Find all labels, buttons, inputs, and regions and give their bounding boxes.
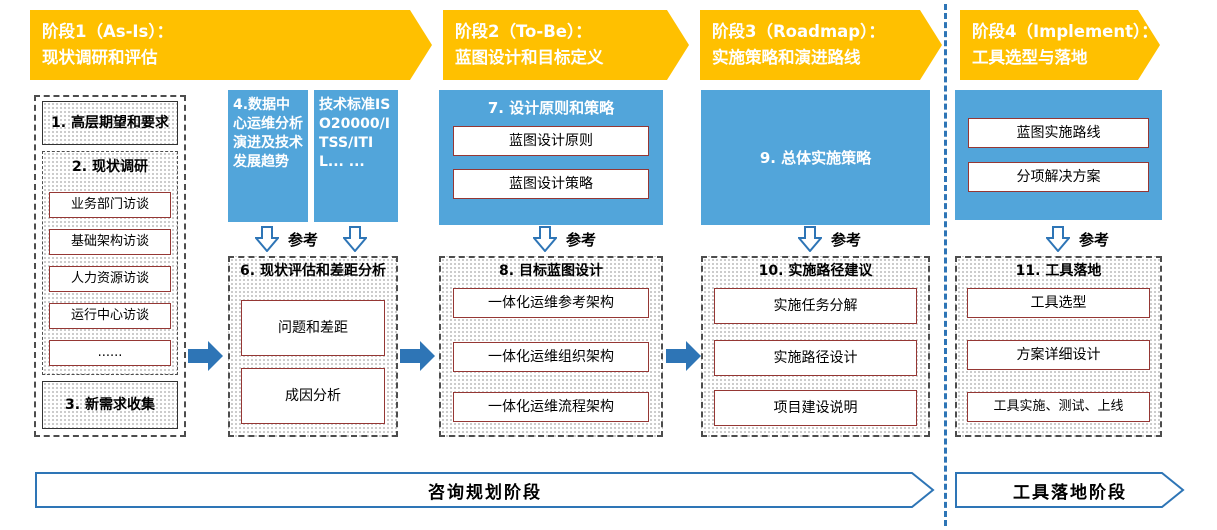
blueprint-route-box [955,90,1162,220]
phase3-banner-line1: 阶段3（Roadmap）： [712,22,885,41]
consulting-stage-label: 咨询规划阶段 [428,482,542,503]
interview-item: 基础架构访谈 [49,229,171,255]
blueprint-item: 一体化运维组织架构 [453,342,649,372]
phase3-banner: 阶段3（Roadmap）： 实施策略和演进路线 [700,10,942,80]
gap-item: 成因分析 [241,368,385,424]
flow-arrow-right-icon [400,339,436,377]
tool-landing-title: 11. 工具落地 [1015,263,1102,279]
phase2-banner-line2: 蓝图设计和目标定义 [455,48,604,67]
blueprint-item: 一体化运维参考架构 [453,288,649,318]
reference-label: 参考 [566,231,597,249]
phase2-banner: 阶段2（To-Be）： 蓝图设计和目标定义 [443,10,689,80]
reference-down-arrow-icon [1044,226,1072,256]
route-item: 分项解决方案 [968,162,1149,192]
implementation-stage-label: 工具落地阶段 [1013,482,1127,503]
phase2-banner-line1: 阶段2（To-Be）： [455,22,592,41]
flow-arrow-right-icon [188,339,224,377]
reference-label: 参考 [831,231,862,249]
reference-down-arrow-icon [531,226,559,256]
phase4-banner-line2: 工具选型与落地 [972,48,1088,67]
gap-item: 问题和差距 [241,300,385,356]
design-item: 蓝图设计策略 [453,169,649,199]
expectations-box: 1. 高层期望和要求 [42,101,178,145]
path-item: 实施路径设计 [714,340,917,376]
design-principles-title: 7. 设计原则和策略 [487,99,615,117]
phase1-banner: 阶段1（As-Is）： 现状调研和评估 [30,10,432,80]
phase1-banner-line2: 现状调研和评估 [42,48,158,67]
implementation-stage-arrow: 工具落地阶段 [955,472,1185,508]
tool-item: 方案详细设计 [967,340,1150,370]
interview-item: 人力资源访谈 [49,266,171,292]
research-box-title: 2. 现状调研 [72,159,148,175]
path-item: 实施任务分解 [714,288,917,324]
phase1-banner-line1: 阶段1（As-Is）： [42,22,174,41]
overall-strategy-box: 9. 总体实施策略 [701,90,930,225]
phase4-banner-line1: 阶段4（Implement）： [972,22,1158,41]
reference-label: 参考 [1079,231,1110,249]
interview-item-more: ...... [49,340,171,366]
stage-separator-line [944,4,947,526]
design-principles-box [439,90,663,225]
gap-analysis-title: 6. 现状评估和差距分析 [240,263,386,279]
reference-label: 参考 [288,231,319,249]
blueprint-item: 一体化运维流程架构 [453,392,649,422]
path-item: 项目建设说明 [714,390,917,426]
reference-down-arrow-icon [796,226,824,256]
trend-reference-box: 4.数据中心运维分析演进及技术发展趋势 [228,90,308,222]
interview-item: 业务部门访谈 [49,192,171,218]
arrow-outline [955,472,1185,508]
consulting-stage-arrow: 咨询规划阶段 [35,472,935,508]
implementation-path-title: 10. 实施路径建议 [758,263,873,279]
route-item: 蓝图实施路线 [968,118,1149,148]
flow-arrow-right-icon [666,339,702,377]
tool-item: 工具实施、测试、上线 [967,392,1150,422]
phase4-banner: 阶段4（Implement）： 工具选型与落地 [960,10,1160,80]
reference-down-arrow-icon [253,226,281,256]
design-item: 蓝图设计原则 [453,126,649,156]
reference-down-arrow-icon [341,226,369,256]
interview-item: 运行中心访谈 [49,303,171,329]
standards-reference-box: 技术标准ISO20000/ITSS/ITIL... ... [314,90,398,222]
tool-item: 工具选型 [967,288,1150,318]
arrow-outline [35,472,935,508]
research-box [42,151,178,375]
trend-reference-text: 4.数据中心运维分析演进及技术发展趋势 [233,97,303,170]
new-requirements-box: 3. 新需求收集 [42,381,178,429]
current-state-container [34,95,186,437]
standards-reference-text: 技术标准ISO20000/ITSS/ITIL... ... [319,97,391,170]
target-blueprint-title: 8. 目标蓝图设计 [499,263,603,279]
phase3-banner-line2: 实施策略和演进路线 [712,48,861,67]
